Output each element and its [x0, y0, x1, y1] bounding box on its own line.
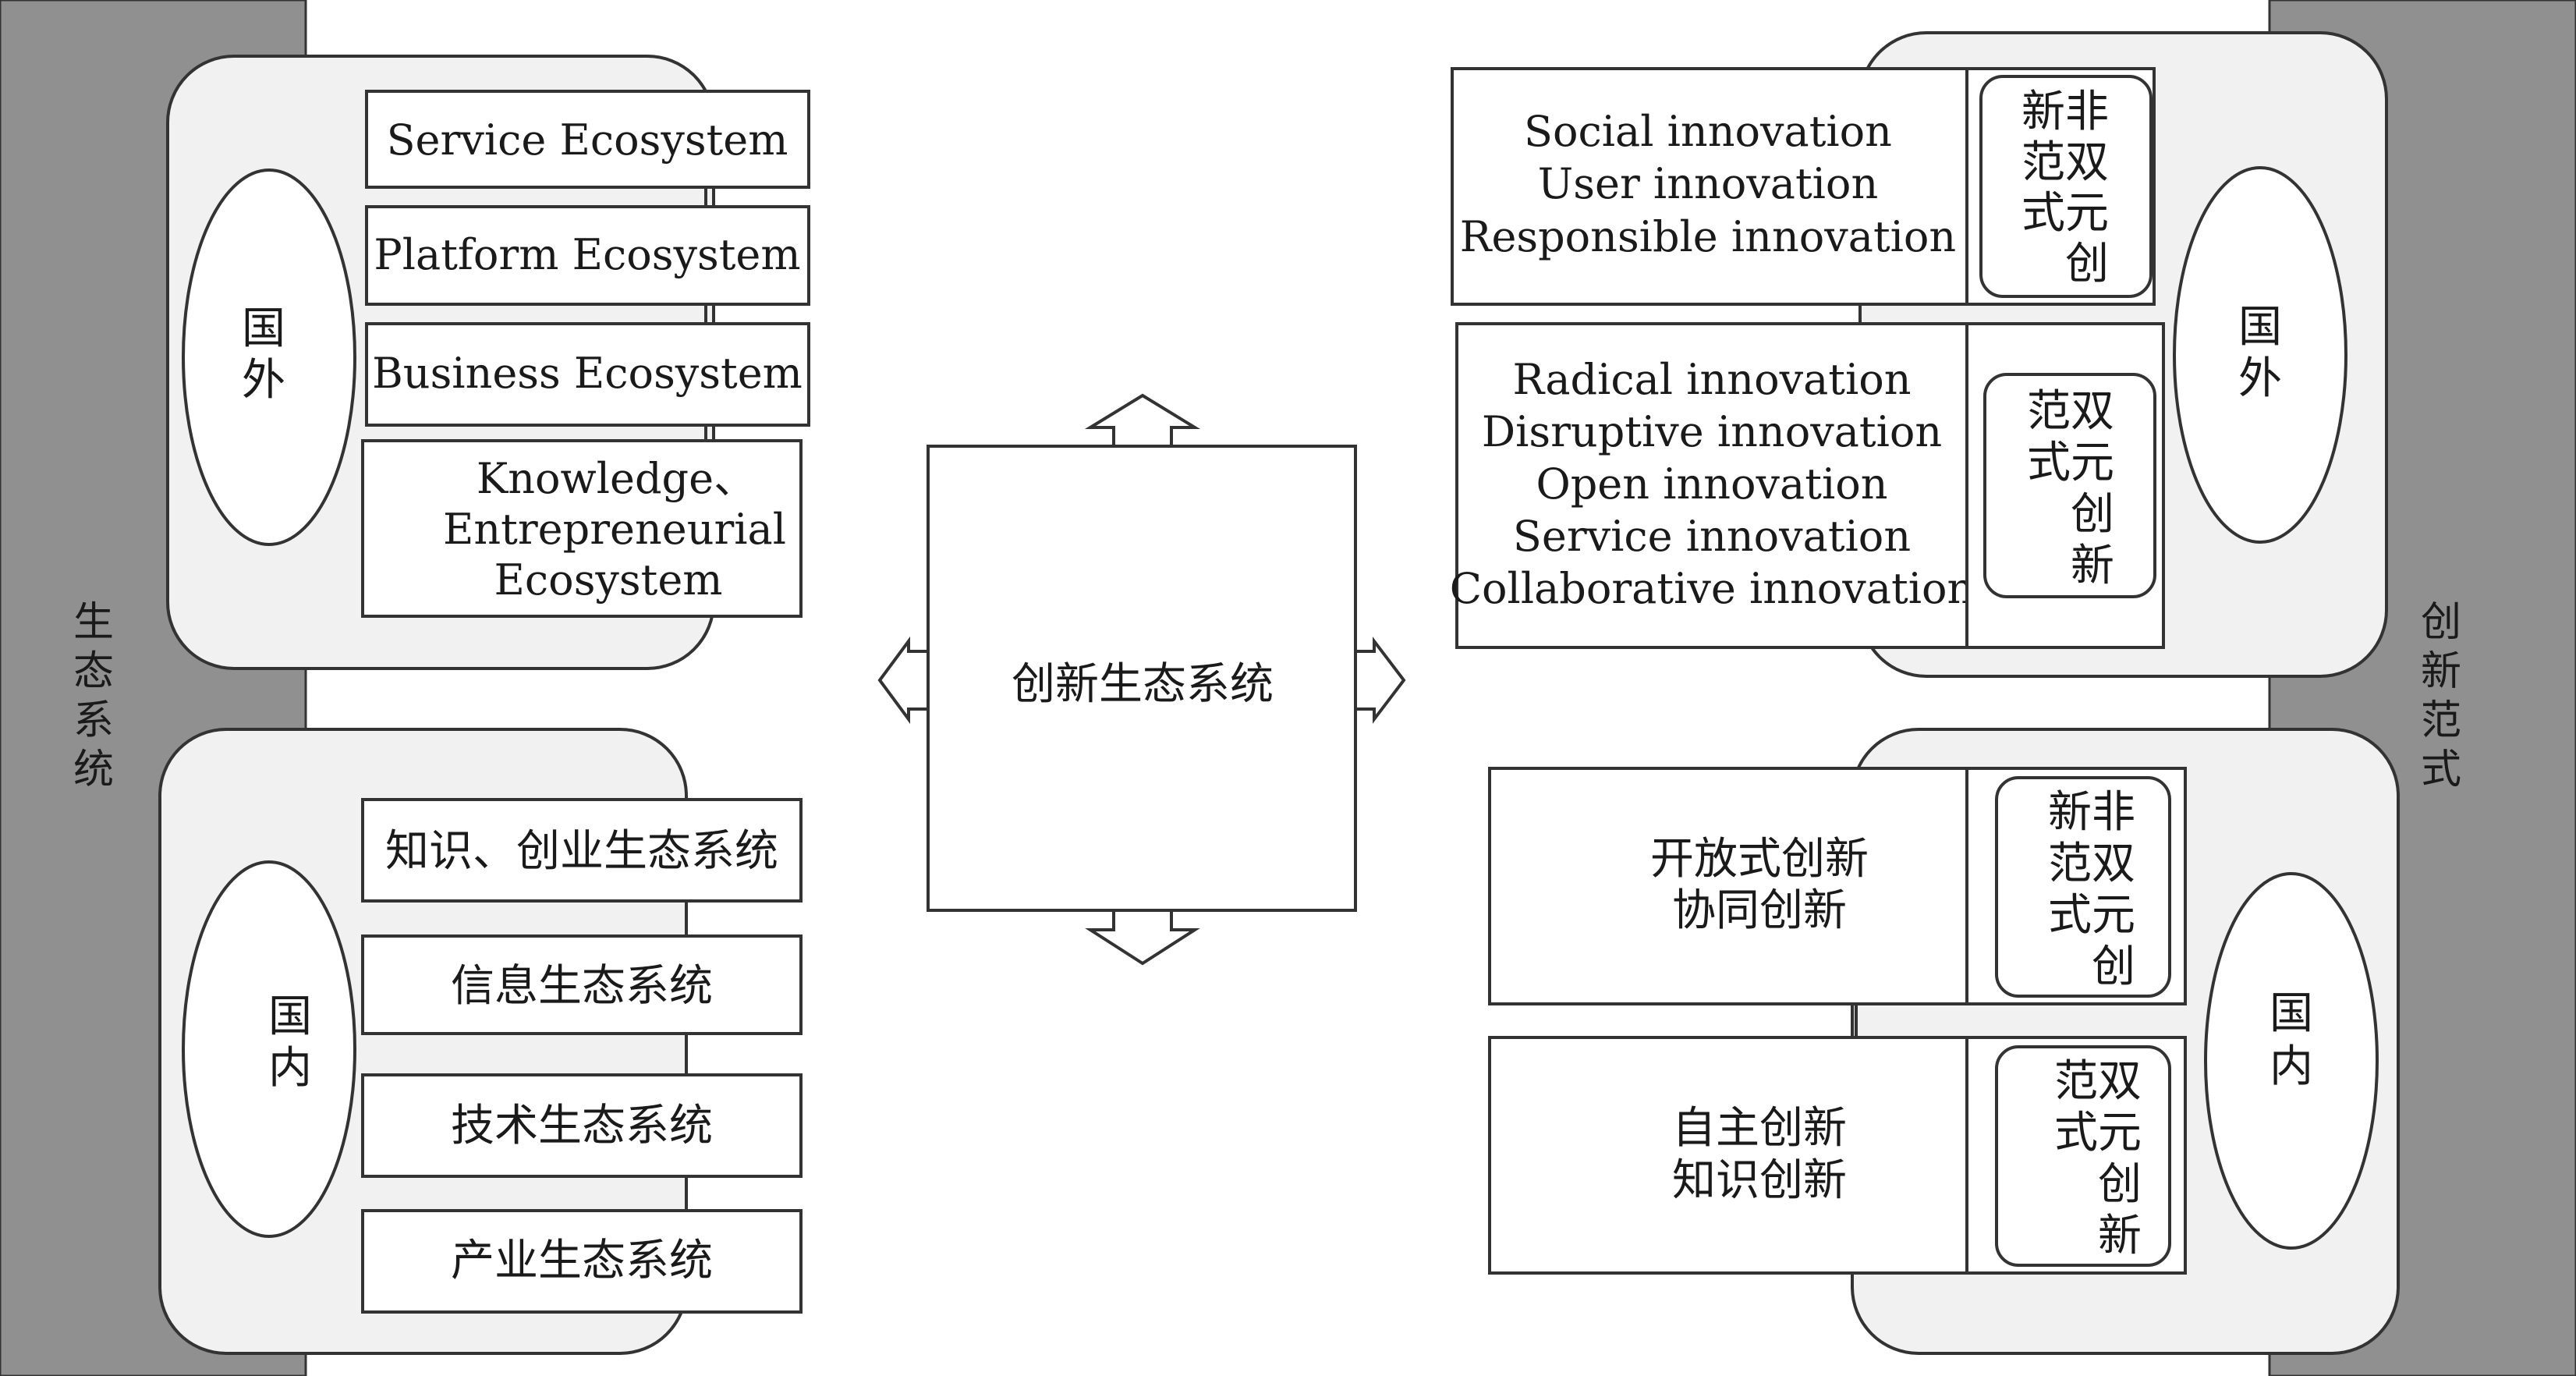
paradigm-tag-line: 创	[2054, 1159, 2142, 1210]
paradigm-tag-box	[1995, 1045, 2171, 1267]
ecosystem-item-label: Service Ecosystem	[387, 115, 788, 165]
ecosystem-side-char: 系	[73, 697, 114, 744]
paradigm-tag-line: 范双	[2027, 386, 2114, 437]
paradigm-line: Disruptive innovation	[1482, 407, 1942, 456]
paradigm-tag-line: 式元	[2027, 438, 2114, 488]
paradigm-domestic-items: 开放式创新 协同创新 自主创新 知识创新 新非 范双 式元 创 范双 式元 创 …	[1488, 767, 2187, 1275]
ecosystem-side-char: 态	[73, 648, 114, 695]
arrow-down-icon	[1085, 907, 1200, 966]
ecosystem-foreign-items: Service Ecosystem Platform Ecosystem Bus…	[361, 90, 810, 618]
paradigm-tag-line: 范双	[2048, 839, 2135, 889]
paradigm-side-char: 范	[2421, 697, 2461, 744]
paradigm-line: Social innovation	[1524, 107, 1892, 156]
ecosystem-item-label: 知识、创业生态系统	[385, 826, 778, 877]
ecosystem-side-char: 生	[73, 599, 114, 646]
oval-label: 外	[242, 355, 285, 406]
center-label: 创新生态系统	[1012, 659, 1274, 710]
paradigm-tag-line: 范双	[2021, 137, 2109, 188]
paradigm-foreign-items: Social innovation User innovation Respon…	[1450, 67, 2165, 649]
paradigm-tag-line: 创	[2021, 239, 2109, 289]
paradigm-side-char: 创	[2421, 599, 2461, 646]
paradigm-group-box	[1451, 67, 1968, 306]
ecosystem-item-box	[361, 798, 803, 903]
ecosystem-item-box	[361, 439, 803, 618]
oval-label: 内	[268, 1043, 312, 1094]
paradigm-line: Responsible innovation	[1460, 212, 1956, 261]
paradigm-line: 知识创新	[1672, 1155, 1847, 1206]
oval-label: 国	[2238, 302, 2282, 353]
ecosystem-item-label: Ecosystem	[494, 555, 723, 605]
ecosystem-item-label: 技术生态系统	[451, 1101, 713, 1151]
oval-label: 内	[2270, 1041, 2313, 1092]
paradigm-group-box	[1455, 322, 1969, 649]
ecosystem-item-box	[361, 1073, 803, 1178]
paradigm-tag-line: 新非	[2021, 87, 2109, 137]
oval-label: 外	[2238, 353, 2282, 404]
paradigm-side-label: 创 新 范 式	[2421, 599, 2461, 793]
paradigm-group-box	[1488, 1036, 1968, 1275]
paradigm-tag-line: 新	[2027, 541, 2114, 591]
ecosystem-side-char: 统	[73, 747, 114, 793]
paradigm-line: User innovation	[1538, 159, 1878, 208]
ecosystem-item-label: 信息生态系统	[451, 961, 713, 1012]
arrow-left-icon	[877, 636, 931, 725]
paradigm-tag-box	[1995, 776, 2171, 998]
oval-label: 国	[268, 991, 312, 1042]
center-node: 创新生态系统	[877, 393, 1406, 966]
paradigm-foreign-oval	[2173, 166, 2347, 544]
paradigm-tag-line: 创	[2027, 489, 2114, 540]
paradigm-line: 协同创新	[1672, 885, 1847, 936]
ecosystem-item-box	[365, 205, 810, 306]
paradigm-line: Open innovation	[1536, 459, 1887, 509]
paradigm-side-char: 式	[2421, 747, 2461, 793]
paradigm-tag-line: 范双	[2054, 1056, 2142, 1107]
paradigm-line: 开放式创新	[1650, 834, 1869, 885]
center-box	[927, 445, 1357, 912]
paradigm-tag-line: 式元	[2021, 188, 2109, 239]
paradigm-tag-line: 式元	[2054, 1108, 2142, 1158]
ecosystem-foreign-oval	[182, 168, 356, 546]
paradigm-tag-line: 创	[2048, 942, 2135, 992]
ecosystem-item-label: 产业生态系统	[451, 1236, 713, 1286]
ecosystem-item-box	[365, 90, 810, 189]
paradigm-domestic-oval	[2204, 872, 2379, 1250]
paradigm-side-char: 新	[2421, 648, 2461, 695]
ecosystem-item-label: Knowledge、	[477, 454, 756, 503]
ecosystem-domestic-items: 知识、创业生态系统 信息生态系统 技术生态系统 产业生态系统	[361, 798, 803, 1314]
ecosystem-domestic-oval	[182, 860, 356, 1238]
ecosystem-item-label: Business Ecosystem	[372, 349, 803, 398]
ecosystem-item-box	[361, 1209, 803, 1314]
arrow-up-icon	[1084, 393, 1201, 448]
oval-label: 国	[242, 303, 285, 354]
ecosystem-side-label: 生 态 系 统	[73, 599, 114, 793]
arrow-right-icon	[1353, 637, 1406, 724]
oval-label: 国	[2270, 988, 2313, 1039]
ecosystem-item-label: Platform Ecosystem	[374, 230, 800, 279]
paradigm-tag-line: 式元	[2048, 890, 2135, 941]
paradigm-tag-line: 新	[2054, 1211, 2142, 1261]
paradigm-tag-line: 新非	[2048, 787, 2135, 838]
paradigm-line: 自主创新	[1672, 1103, 1847, 1154]
ecosystem-item-box	[361, 934, 803, 1035]
ecosystem-item-box	[365, 322, 810, 427]
paradigm-line: Radical innovation	[1512, 355, 1911, 404]
oval-labels: 国 外 国 内 国 外 国 内	[242, 302, 2313, 1094]
paradigm-tag-box	[1983, 373, 2156, 598]
paradigm-group-box	[1488, 767, 1968, 1005]
paradigm-tag-box	[1979, 75, 2153, 298]
connector-lines	[685, 187, 1862, 1211]
paradigm-line: Collaborative innovation	[1450, 564, 1975, 613]
ecosystem-item-label: Entrepreneurial	[443, 505, 786, 554]
paradigm-line: Service innovation	[1513, 512, 1911, 561]
